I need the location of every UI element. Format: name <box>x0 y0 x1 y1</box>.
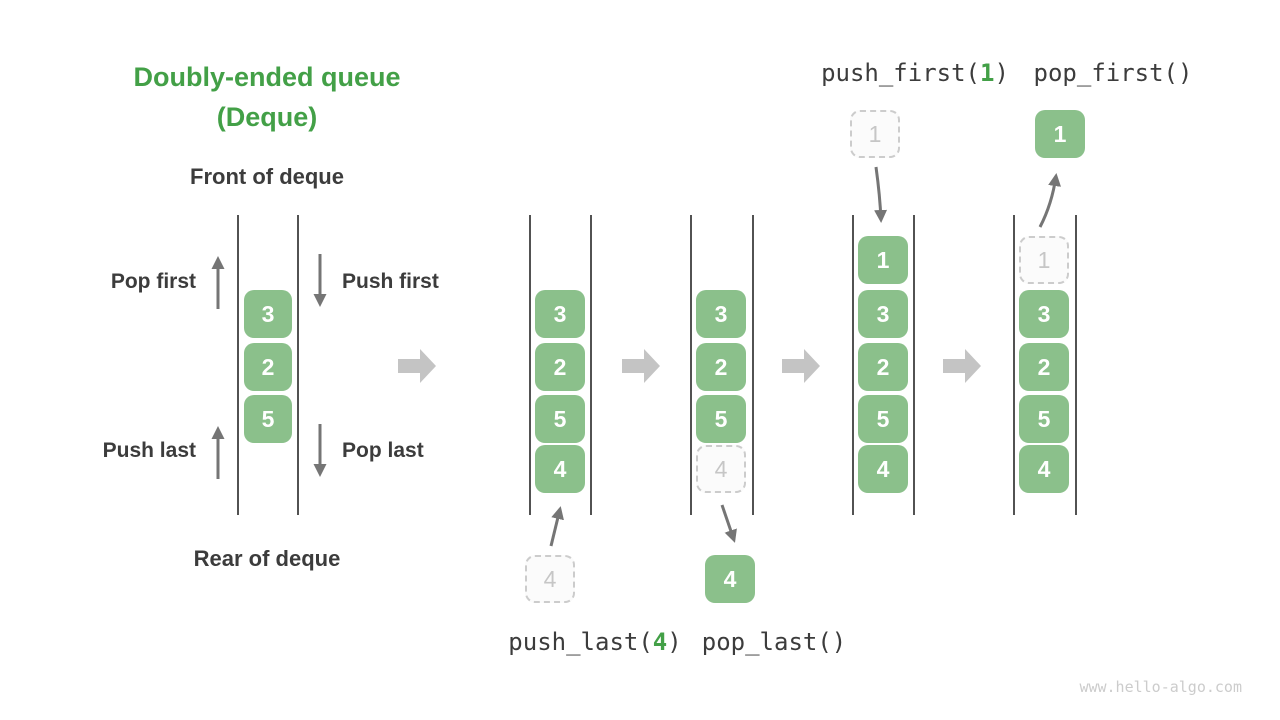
deque-cell: 3 <box>244 290 292 338</box>
deque-cell: 5 <box>1019 395 1069 443</box>
deque-cell: 3 <box>535 290 585 338</box>
deque-cell-ghost: 4 <box>696 445 746 493</box>
incoming-element-ghost: 4 <box>525 555 575 603</box>
deque-container-pop-last: 3 2 5 4 <box>690 215 754 515</box>
deque-cell: 5 <box>696 395 746 443</box>
deque-cell: 3 <box>1019 290 1069 338</box>
transition-arrow-icon <box>398 349 436 383</box>
pop-last-code-label: pop_last() <box>654 628 894 656</box>
diagram-title-line1: Doubly-ended queue <box>133 62 401 92</box>
deque-cell: 5 <box>858 395 908 443</box>
transition-arrow-icon <box>782 349 820 383</box>
push-last-label: Push last <box>102 439 196 462</box>
front-of-deque-label: Front of deque <box>190 164 344 189</box>
code-close: ) <box>994 59 1009 87</box>
deque-cell: 1 <box>858 236 908 284</box>
deque-container-push-first: 1 3 2 5 4 <box>852 215 915 515</box>
code-fn: push_first( <box>821 59 981 87</box>
push-last-code-label: push_last(4) <box>460 628 730 656</box>
deque-cell: 4 <box>858 445 908 493</box>
code-arg: 1 <box>980 59 995 87</box>
incoming-element-ghost: 1 <box>850 110 900 158</box>
pop-last-label: Pop last <box>342 439 424 462</box>
watermark: www.hello-algo.com <box>1079 678 1242 696</box>
deque-cell: 2 <box>1019 343 1069 391</box>
deque-cell-ghost: 1 <box>1019 236 1069 284</box>
popped-element: 1 <box>1035 110 1085 158</box>
transition-arrow-icon <box>943 349 981 383</box>
deque-cell: 3 <box>696 290 746 338</box>
deque-cell: 4 <box>1019 445 1069 493</box>
push-first-insert-arrow-icon <box>874 166 888 223</box>
deque-cell: 5 <box>244 395 292 443</box>
push-first-code-label: push_first(1) <box>782 59 1048 87</box>
deque-cell: 4 <box>535 445 585 493</box>
rear-of-deque-label: Rear of deque <box>193 546 341 571</box>
pop-first-code-label: pop_first() <box>993 59 1233 87</box>
code-arg: 4 <box>652 628 668 656</box>
deque-cell: 2 <box>696 343 746 391</box>
pop-first-label: Pop first <box>110 270 196 293</box>
diagram-title: Doubly-ended queue (Deque) <box>117 57 417 137</box>
deque-cell: 3 <box>858 290 908 338</box>
code-fn: push_last( <box>508 628 653 656</box>
transition-arrow-icon <box>622 349 660 383</box>
deque-container-push-last: 3 2 5 4 <box>529 215 592 515</box>
popped-element: 4 <box>705 555 755 603</box>
deque-cell: 2 <box>244 343 292 391</box>
deque-container-pop-first: 1 3 2 5 4 <box>1013 215 1077 515</box>
code-close: ) <box>667 628 682 656</box>
push-first-label: Push first <box>342 270 439 293</box>
deque-cell: 2 <box>858 343 908 391</box>
deque-container-main: 3 2 5 <box>237 215 299 515</box>
code-fn: pop_first() <box>1033 59 1193 87</box>
deque-cell: 5 <box>535 395 585 443</box>
deque-cell: 2 <box>535 343 585 391</box>
diagram-title-line2: (Deque) <box>216 102 318 132</box>
code-fn: pop_last() <box>701 628 847 656</box>
